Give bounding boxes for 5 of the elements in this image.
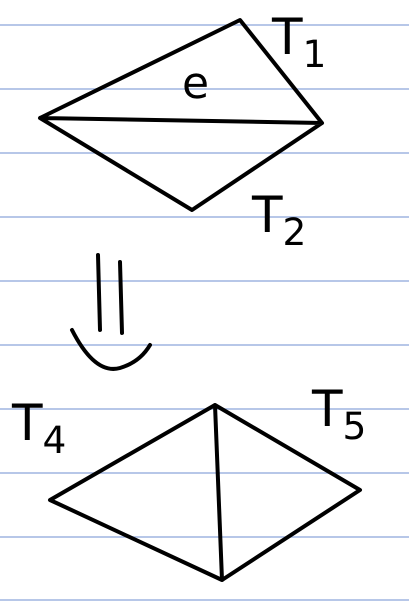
label-text: T$_{2}$ [252,190,306,252]
label-text: T$_{4}$ [12,398,66,460]
label-text: T$_{5}$ [312,384,366,446]
label-text: e [182,62,210,106]
label-text: T$_{1}$ [272,12,326,74]
